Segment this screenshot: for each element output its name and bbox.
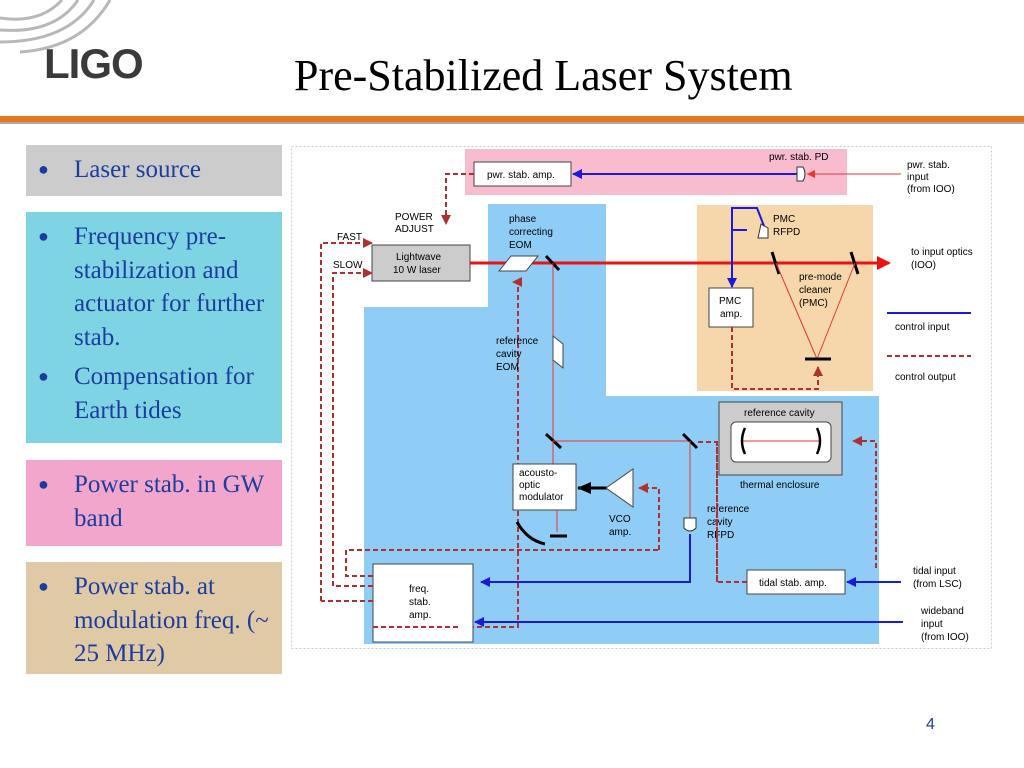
- pwr-stab-amp-box: [473, 161, 572, 187]
- bullet-text: Laser source: [74, 156, 202, 183]
- bullet-text: Power stab. in GW band: [74, 471, 264, 532]
- legend-control-output-label: control output: [895, 372, 956, 383]
- sidebar-box-power-stab-mod: ●Power stab. at modulation freq. (~ 25 M…: [26, 562, 282, 674]
- pmc-beam-left: [775, 262, 818, 360]
- reference-cavity-label: reference cavity: [744, 408, 815, 419]
- pmc-rfpd-signal-a: [731, 207, 765, 231]
- freq-stab-amp-label: freq.stab.amp.: [409, 584, 431, 621]
- phase-eom-crystal: [497, 255, 540, 272]
- ref-cavity-eom-crystal: [552, 334, 564, 370]
- sidebar-box-laser-source: ●Laser source: [26, 145, 282, 196]
- ref-cavity-rfpd-icon: [683, 517, 697, 532]
- pwr-stab-input-label: pwr. stab.input(from IOO): [907, 160, 955, 195]
- pmc-rfpd-icon: [757, 223, 769, 239]
- to-input-optics-label: to input optics(IOO): [911, 247, 973, 271]
- bullet-item: ●Compensation for Earth tides: [38, 363, 254, 424]
- cavity-mirror-left: [740, 427, 747, 455]
- bullet-text: Compensation for Earth tides: [74, 363, 254, 424]
- power-adjust-control: [441, 173, 474, 225]
- page-number: 4: [926, 716, 935, 733]
- vco-amp-triangle: [605, 468, 634, 508]
- tidal-stab-amp-box: [746, 569, 846, 595]
- pwr-stab-input-arrow: [807, 170, 815, 178]
- ligo-logo: LIGO: [44, 40, 144, 87]
- bullet-item: ●Frequency pre-stabilization and actuato…: [38, 223, 265, 351]
- tidal-input-label: tidal input(from LSC): [913, 566, 962, 590]
- bullet-text: Power stab. at modulation freq. (~ 25 MH…: [74, 573, 269, 667]
- pwr-stab-pd-icon: [796, 166, 806, 182]
- sidebar-box-frequency-stab: ●Frequency pre-stabilization and actuato…: [26, 212, 282, 443]
- bullet-item: ●Power stab. at modulation freq. (~ 25 M…: [38, 573, 269, 667]
- logo-swoosh-graphic: [0, 0, 112, 54]
- sidebar-box-power-stab-gw: ●Power stab. in GW band: [26, 460, 282, 546]
- tidal-stab-amp-label: tidal stab. amp.: [759, 578, 827, 589]
- aom-box: [512, 463, 577, 511]
- phase-eom-control: [461, 277, 522, 628]
- slide-title: Pre-Stabilized Laser System: [294, 51, 793, 100]
- bullet-text: Frequency pre-stabilization and actuator…: [74, 223, 265, 351]
- pwr-stab-pd-label: pwr. stab. PD: [769, 152, 828, 163]
- slow-control-line: [332, 268, 373, 586]
- freq-vco-out: [345, 549, 659, 577]
- reference-cavity-box: [730, 421, 832, 463]
- pmc-input-mirror: [770, 251, 781, 275]
- slow-label: SLOW: [333, 260, 363, 271]
- pmc-beam-right: [816, 262, 856, 360]
- rfpd-signal-line: [480, 534, 691, 587]
- fast-control-line: [320, 238, 373, 601]
- laser-box: [371, 244, 471, 282]
- tidal-heater-control: [852, 436, 877, 568]
- pmc-amp-box: [708, 287, 754, 328]
- fast-label: FAST: [337, 232, 362, 243]
- pwr-stab-amp-label: pwr. stab. amp.: [487, 170, 555, 181]
- header-rule-shadow: [0, 122, 1024, 124]
- frequency-stab-region: [364, 204, 879, 644]
- cavity-mirror-right: [815, 427, 822, 455]
- psl-block-diagram: pwr. stab. PD pwr. stab. amp. pwr. stab.…: [291, 146, 992, 649]
- freq-stab-amp-box: [372, 563, 474, 643]
- pmc-control-output: [731, 327, 823, 390]
- legend-control-input-label: control input: [895, 322, 950, 333]
- aom-curved-mirror: [515, 521, 546, 546]
- bullet-item: ●Power stab. in GW band: [38, 471, 264, 532]
- header-rule: [0, 116, 1024, 122]
- bullet-item: ●Laser source: [38, 156, 202, 183]
- tidal-output-line: [696, 441, 747, 583]
- thermal-enclosure-label: thermal enclosure: [740, 480, 820, 491]
- vco-control-line: [638, 483, 660, 550]
